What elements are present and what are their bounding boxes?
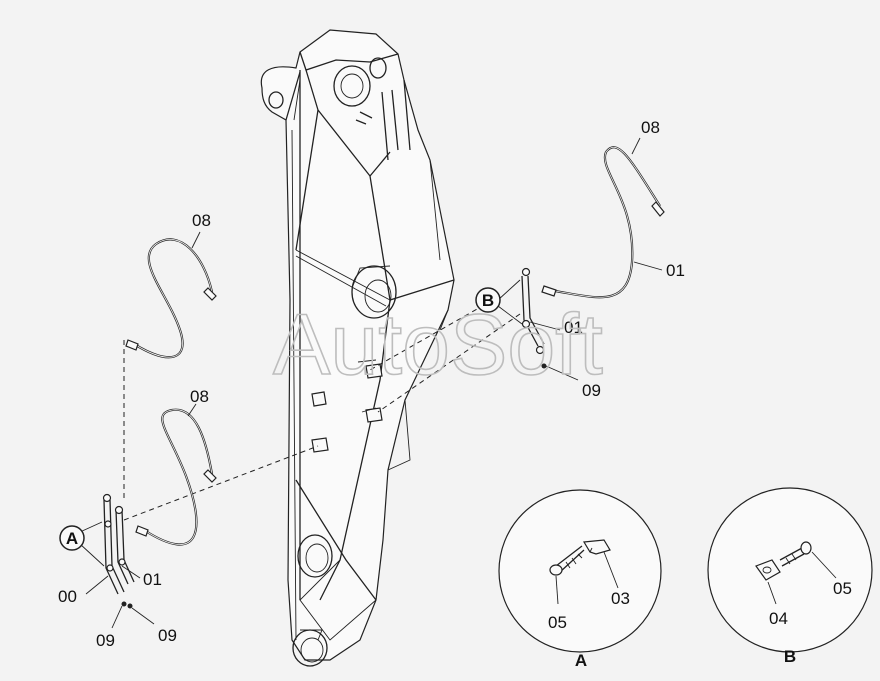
detail-a-title: A <box>575 651 587 670</box>
label-01-b: 01 <box>564 318 583 337</box>
left-hose-assembly <box>102 238 217 609</box>
callout-a-letter: A <box>66 529 78 548</box>
label-00-left: 00 <box>58 587 77 606</box>
detail-b-label-05: 05 <box>833 579 852 598</box>
boom-arm <box>260 29 455 667</box>
label-08-top-right: 08 <box>641 118 660 137</box>
label-01-right: 01 <box>666 261 685 280</box>
label-08-lower-left: 08 <box>190 387 209 406</box>
callout-a: A <box>59 525 85 551</box>
label-09-left-b: 09 <box>158 626 177 645</box>
detail-a: 03 05 A <box>498 489 662 670</box>
detail-b-label-04: 04 <box>769 609 788 628</box>
callout-b-letter: B <box>482 291 494 310</box>
part-labels: 08 01 01 09 08 08 01 00 09 09 <box>58 118 685 650</box>
right-hose-assembly <box>521 146 665 369</box>
label-09-left-a: 09 <box>96 631 115 650</box>
leader-lines <box>123 295 521 521</box>
detail-b-title: B <box>784 647 796 666</box>
detail-a-label-03: 03 <box>611 589 630 608</box>
detail-a-label-05: 05 <box>548 613 567 632</box>
label-08-upper-left: 08 <box>192 211 211 230</box>
detail-b: 04 05 B <box>707 487 873 666</box>
label-01-left: 01 <box>143 570 162 589</box>
label-09-right: 09 <box>582 381 601 400</box>
label-leaders <box>79 137 663 629</box>
callout-b: B <box>475 287 501 313</box>
watermark: AutoSoft <box>273 297 603 393</box>
